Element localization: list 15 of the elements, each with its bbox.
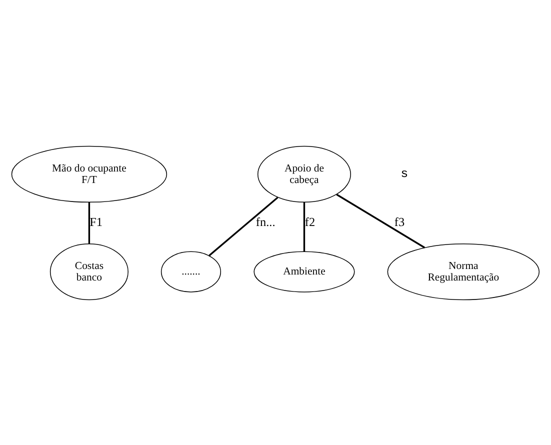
node-ellipse: Apoio de cabeça (257, 145, 352, 202)
edge-label: fn... (256, 214, 276, 228)
connector (336, 193, 426, 248)
node-ellipse: Costas banco (50, 242, 128, 300)
connector (303, 202, 306, 252)
edge-label: f3 (394, 214, 405, 228)
edge-label: f2 (304, 214, 316, 228)
node-ellipse: Norma Regulamentação (387, 242, 540, 300)
label: s (401, 166, 408, 180)
connector (208, 196, 278, 256)
edge-label: F1 (90, 214, 103, 228)
connector (88, 202, 90, 243)
node-ellipse: Ambiente (254, 250, 355, 292)
node-ellipse: ....... (160, 250, 222, 292)
node-ellipse: Mão do ocupante F/T (11, 145, 168, 202)
